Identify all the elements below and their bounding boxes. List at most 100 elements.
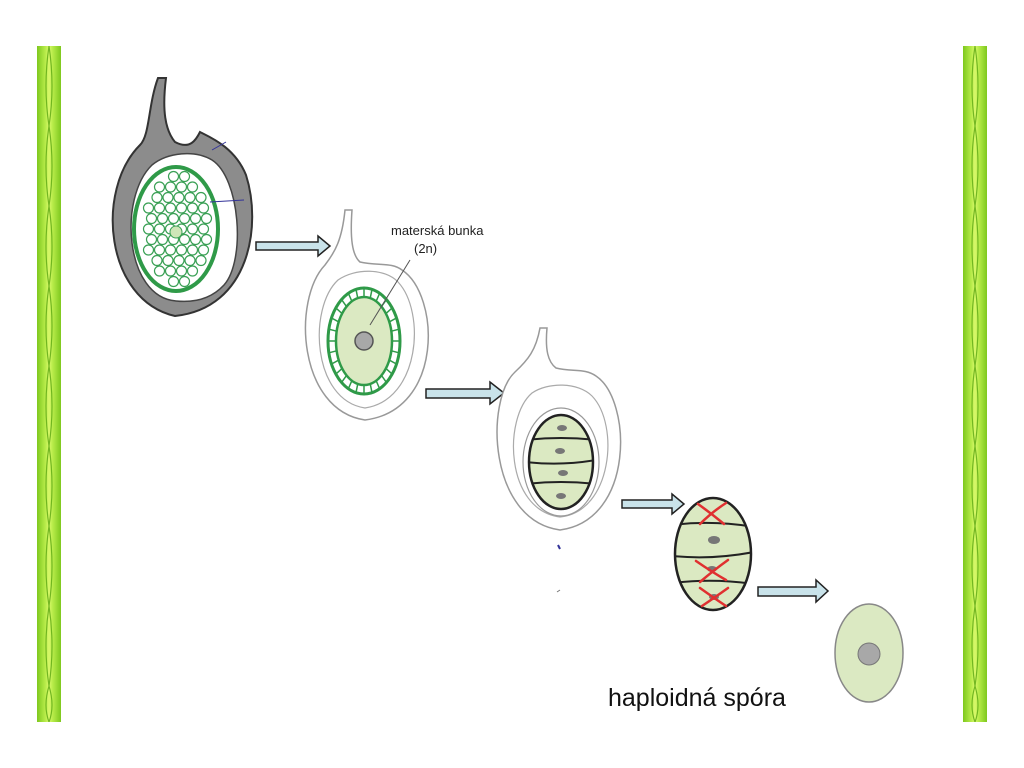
sporogenous-cell: [186, 202, 199, 214]
sporogenous-cell: [153, 181, 166, 193]
mother-cell-pointer-line: [369, 259, 411, 326]
sporogenous-cell: [189, 212, 202, 225]
left-border-pattern: [45, 46, 53, 722]
tapetum-cell-wall: [375, 292, 381, 302]
tapetum-cell-wall: [388, 359, 397, 365]
stage3-nucleus: [557, 425, 567, 431]
tapetum-cell-wall: [335, 367, 343, 375]
stage1-ovule: [111, 77, 254, 318]
right-border-strip: [963, 46, 987, 722]
mother-cell-label: materská bunka: [391, 223, 484, 238]
sporogenous-cell: [162, 254, 174, 267]
sporogenous-cell: [175, 181, 188, 193]
sporogenous-cell: [167, 212, 180, 225]
sporogenous-cell: [164, 265, 177, 277]
tapetum-cell-wall: [328, 350, 337, 354]
stage2-nucleus: [354, 331, 374, 351]
sporogenous-cell: [153, 265, 166, 277]
left-border-strip: [37, 46, 61, 722]
tapetum-cell-wall: [335, 307, 343, 315]
tapetum-cell-wall: [391, 328, 400, 332]
stage1-pointer-line: [211, 141, 227, 151]
tapetum-cell-wall: [347, 380, 353, 390]
sporogenous-cell: [189, 233, 202, 246]
sporogenous-cell: [200, 233, 213, 246]
sporogenous-cell: [153, 223, 166, 235]
stage2-tapetum-cells: [328, 288, 400, 394]
sporogenous-cell: [186, 181, 199, 193]
sporogenous-cell: [195, 254, 207, 267]
mother-cell-ploidy-label: (2n): [414, 241, 438, 256]
sporogenous-cell: [156, 233, 169, 246]
stage1-pointer-line: [209, 199, 245, 203]
sporogenous-cell: [178, 212, 191, 225]
sporogenous-cell: [142, 223, 155, 235]
sporogenous-cell: [142, 202, 155, 214]
sporogenous-cell: [178, 170, 191, 183]
sporogenous-cell: [164, 181, 177, 193]
stage4-tetrad: [673, 496, 753, 612]
tapetum-cell-wall: [385, 307, 393, 315]
sporogenous-cell: [184, 191, 196, 204]
sporogenous-cell: [200, 212, 213, 225]
arrow-4: [757, 578, 830, 604]
stage2-ovule: [304, 209, 429, 421]
stage5-haploid-spore: [834, 603, 904, 703]
sporogenous-cell: [167, 170, 180, 183]
sporogenous-cell: [186, 244, 199, 256]
tapetum-cell-wall: [391, 350, 400, 354]
sporogenous-cell: [162, 191, 174, 204]
degeneration-cross-mark: [694, 558, 730, 584]
degeneration-cross-mark: [698, 586, 730, 608]
sporogenous-cell: [153, 202, 166, 214]
tapetum-cell-wall: [340, 299, 348, 308]
right-border-pattern: [971, 46, 979, 722]
stage3-ovule: [496, 327, 622, 593]
tapetum-cell-wall: [380, 374, 388, 383]
tapetum-cell-wall: [331, 359, 340, 365]
sporogenous-cell: [175, 244, 188, 256]
sporogenous-cell: [178, 233, 191, 246]
tapetum-cell-wall: [369, 383, 373, 393]
sporogenous-cell: [197, 244, 210, 256]
tapetum-cell-wall: [388, 317, 397, 323]
sporogenous-cell: [197, 202, 210, 214]
sporogenous-cell: [178, 275, 191, 288]
sporogenous-cell: [156, 212, 169, 225]
stage4-division-wall: [675, 551, 751, 559]
sporogenous-cell: [195, 191, 207, 204]
stage2-inner-line: [318, 270, 415, 409]
sporogenous-cell: [145, 233, 158, 246]
tapetum-cell-wall: [355, 289, 359, 299]
sporogenous-cell: [151, 254, 163, 267]
sporogenous-cell: [145, 212, 158, 225]
tapetum-cell-wall: [347, 292, 353, 302]
stage3-mark: [557, 544, 561, 550]
sporogenous-cell: [186, 223, 199, 235]
sporogenous-cell: [175, 202, 188, 214]
arrow-3: [621, 492, 686, 516]
stage3-division-wall: [529, 481, 593, 485]
stage4-surviving-nucleus: [708, 536, 720, 544]
haploid-spore-nucleus: [857, 642, 881, 666]
stage3-nucleus: [558, 470, 568, 476]
haploid-spore-label: haploidná spóra: [608, 684, 786, 712]
sporogenous-cell: [164, 202, 177, 214]
sporogenous-cell: [153, 244, 166, 256]
arrow-1: [255, 234, 332, 258]
tapetum-cell-wall: [355, 383, 359, 393]
sporogenous-cell: [173, 191, 185, 204]
degeneration-cross-mark: [696, 501, 728, 526]
sporogenous-cell: [173, 254, 185, 267]
stage3-division-wall: [529, 459, 593, 465]
sporogenous-cell: [186, 265, 199, 277]
tapetum-cell-wall: [375, 380, 381, 390]
sporogenous-cell: [175, 265, 188, 277]
stage3-mark: [556, 589, 561, 593]
stage3-nucleus: [555, 448, 565, 454]
tapetum-cell-wall: [328, 328, 337, 332]
sporogenous-cell: [167, 275, 180, 288]
sporogenous-cell: [151, 191, 163, 204]
tapetum-cell-wall: [331, 317, 340, 323]
